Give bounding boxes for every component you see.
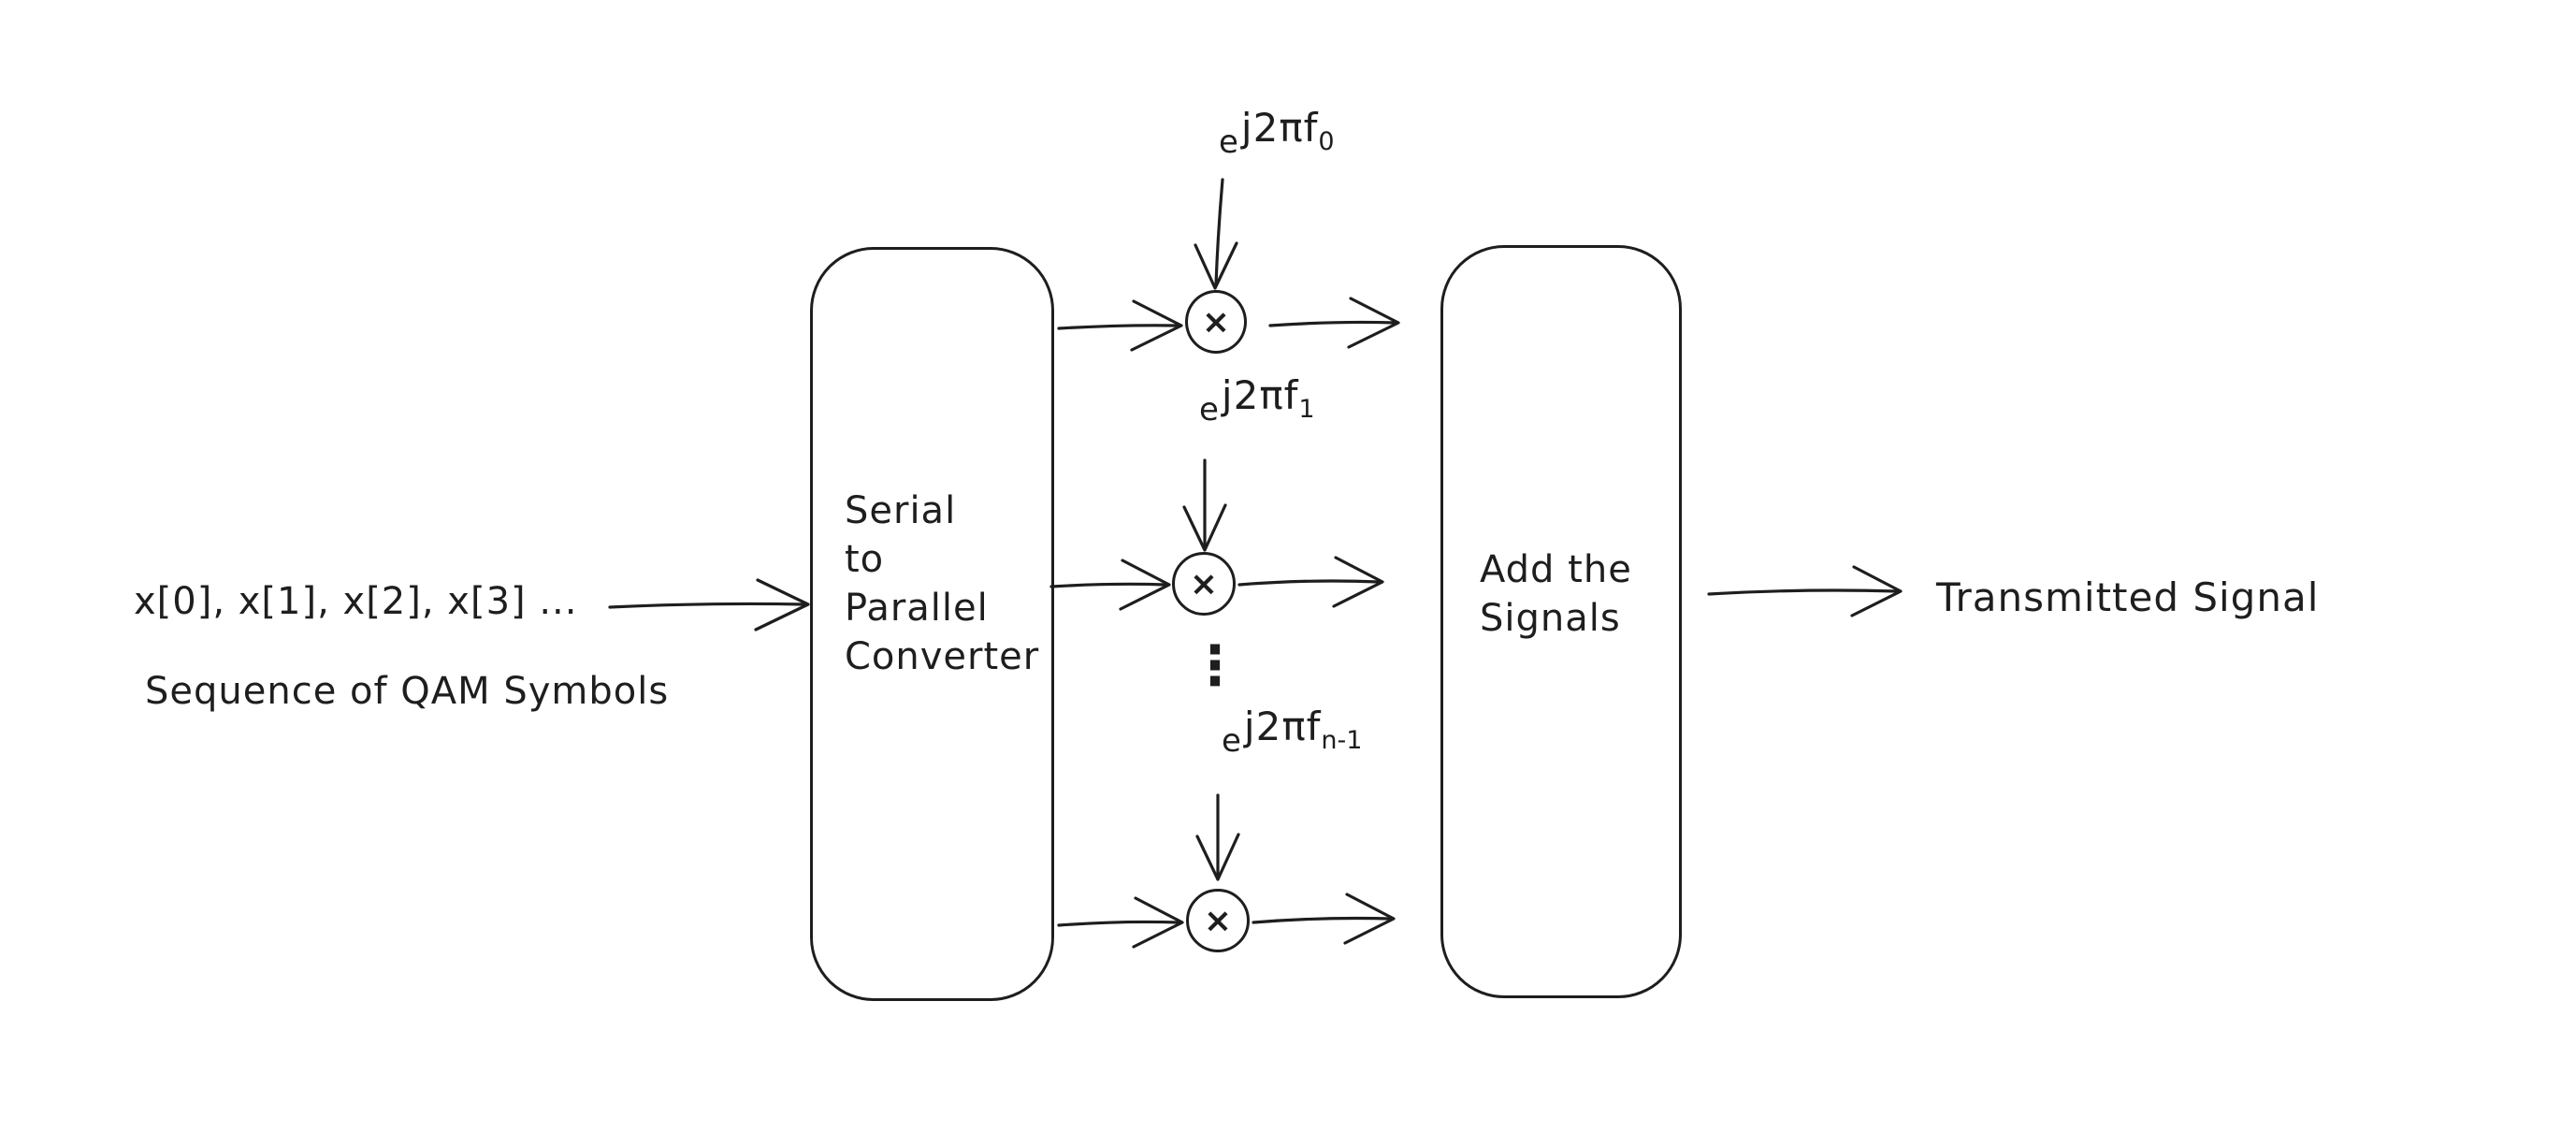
multiply-icon: × (1189, 564, 1219, 603)
multiply-icon: × (1201, 302, 1231, 341)
multiplier-0: × (1185, 290, 1247, 354)
carrier-base: e (1199, 391, 1219, 428)
adder-label: Add the Signals (1480, 545, 1632, 643)
arrow-carrier1-down (1182, 458, 1227, 552)
serial-to-parallel-label-line4: Converter (845, 635, 1040, 678)
input-sequence-label: x[0], x[1], x[2], x[3] ... (134, 580, 578, 623)
arrow-branchN-out (1252, 893, 1396, 945)
serial-to-parallel-label-line3: Parallel (845, 587, 989, 630)
arrow-input (608, 578, 810, 631)
arrow-output (1707, 565, 1903, 617)
carrier-exponent: j2πf (1221, 372, 1299, 418)
arrow-branchN-in (1057, 896, 1184, 949)
carrier-index: n-1 (1321, 726, 1363, 755)
multiplier-1: × (1172, 552, 1236, 616)
carrier-base: e (1219, 123, 1238, 161)
adder-label-line1: Add the (1480, 548, 1632, 591)
carrier-label-f1: ej2πf1 (1199, 372, 1315, 428)
input-sequence-caption: Sequence of QAM Symbols (145, 670, 670, 713)
serial-to-parallel-label-line1: Serial (845, 489, 957, 532)
arrow-branch0-in (1057, 299, 1183, 352)
carrier-label-f0: ej2πf0 (1219, 105, 1335, 161)
arrow-branch1-out (1237, 556, 1384, 608)
carrier-base: e (1222, 722, 1241, 760)
carrier-label-fn-1: ej2πfn-1 (1222, 704, 1362, 760)
multiplier-n-1: × (1186, 889, 1250, 952)
carrier-exponent: j2πf (1240, 105, 1319, 151)
carrier-exponent: j2πf (1243, 704, 1322, 749)
carrier-index: 0 (1318, 127, 1335, 156)
carrier-index: 1 (1298, 395, 1315, 424)
serial-to-parallel-label: Serial to Parallel Converter (845, 486, 1039, 681)
arrow-carrierN-down (1195, 793, 1240, 881)
arrow-carrier0-down (1194, 178, 1238, 290)
arrow-branch1-in (1049, 559, 1171, 611)
adder-label-line2: Signals (1480, 597, 1621, 640)
arrow-branch0-out (1268, 297, 1400, 349)
branch-ellipsis: ⋮ (1188, 633, 1242, 697)
multiply-icon: × (1203, 901, 1233, 940)
serial-to-parallel-block (810, 247, 1054, 1001)
adder-block (1440, 245, 1682, 998)
output-label: Transmitted Signal (1936, 574, 2320, 620)
serial-to-parallel-label-line2: to (845, 538, 885, 581)
